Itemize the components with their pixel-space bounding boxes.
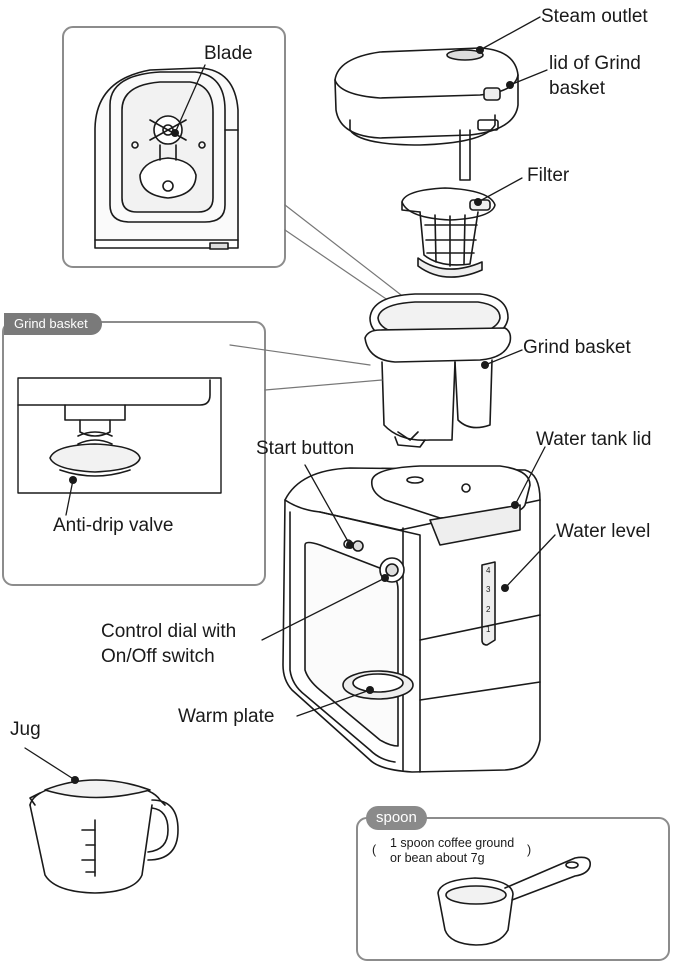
main-body-illustration bbox=[282, 465, 541, 773]
grind-basket-lid-illustration bbox=[334, 47, 519, 181]
anti-drip-valve-illustration bbox=[17, 379, 211, 477]
spoon-note-open: ( bbox=[372, 843, 377, 857]
label-control-dial-line1: Control dial with bbox=[101, 621, 237, 642]
spoon-panel bbox=[356, 817, 670, 961]
spoon-note-line-1: 1 spoon coffee ground bbox=[390, 836, 515, 850]
label-warm-plate: Warm plate bbox=[178, 706, 275, 727]
spoon-panel-tag: spoon bbox=[366, 806, 427, 830]
label-water-level: Water level bbox=[556, 521, 651, 542]
jug-illustration bbox=[29, 779, 179, 894]
label-anti-drip-valve: Anti-drip valve bbox=[53, 515, 174, 536]
label-control-dial-line2: On/Off switch bbox=[101, 646, 215, 667]
label-steam-outlet: Steam outlet bbox=[541, 6, 648, 27]
scale-mark-4: 4 bbox=[486, 566, 491, 575]
anti-drip-inset bbox=[17, 377, 222, 494]
grind-basket-panel-tag: Grind basket bbox=[4, 313, 102, 335]
scale-mark-3: 3 bbox=[486, 585, 491, 594]
grind-basket-illustration bbox=[364, 293, 512, 448]
grind-basket-detail-panel bbox=[2, 321, 266, 586]
scale-mark-2: 2 bbox=[486, 605, 491, 614]
label-filter: Filter bbox=[527, 165, 570, 186]
leader-lines bbox=[24, 16, 556, 781]
label-blade: Blade bbox=[204, 43, 253, 64]
blade-detail-panel bbox=[62, 26, 286, 268]
spoon-note-line-2: or bean about 7g bbox=[390, 851, 485, 865]
blade-detail-illustration bbox=[94, 67, 239, 250]
label-lid-grind-basket-line1: lid of Grind bbox=[549, 53, 641, 74]
spoon-illustration bbox=[437, 856, 592, 946]
scale-mark-1: 1 bbox=[486, 625, 491, 634]
spoon-note-close: ) bbox=[527, 843, 532, 857]
label-start-button: Start button bbox=[256, 438, 355, 459]
label-water-tank-lid: Water tank lid bbox=[536, 429, 652, 450]
label-lid-grind-basket-line2: basket bbox=[549, 78, 605, 99]
filter-illustration bbox=[401, 187, 496, 278]
leader-dots bbox=[69, 46, 519, 784]
label-jug: Jug bbox=[10, 719, 41, 740]
label-grind-basket: Grind basket bbox=[523, 337, 631, 358]
